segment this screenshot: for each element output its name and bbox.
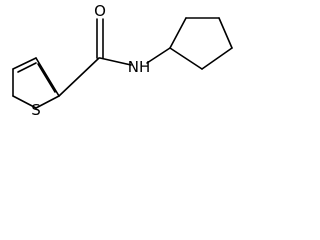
bond-nitrogen-cyclopentyl <box>146 47 171 64</box>
atom-labels: O NH S <box>31 2 150 119</box>
bond-cp3-cp4 <box>218 17 233 49</box>
thiophene-ring <box>12 57 60 109</box>
oxygen-label: O <box>94 2 106 20</box>
nitrogen-label: NH <box>128 58 151 76</box>
sulfur-label: S <box>31 101 41 119</box>
structure-canvas: O NH S <box>0 0 240 124</box>
bond-cp5-cp1 <box>169 47 203 70</box>
cyclopentane-ring <box>169 17 233 70</box>
bond-c2-carbonyl <box>58 57 100 97</box>
bond-c2-c3 <box>35 57 60 97</box>
bond-c3-c4 <box>12 57 37 70</box>
bond-s-c2 <box>35 95 60 109</box>
bond-carbonyl-nitrogen <box>99 57 132 66</box>
bond-c5-s <box>12 95 37 109</box>
amide-group <box>58 18 171 97</box>
bond-c2-c3-inner <box>37 63 56 93</box>
bond-cp1-cp2 <box>169 17 187 49</box>
bond-cp4-cp5 <box>201 47 233 70</box>
molecule-structure: O NH S <box>12 2 233 119</box>
bond-c3-c4-inner <box>17 62 37 73</box>
